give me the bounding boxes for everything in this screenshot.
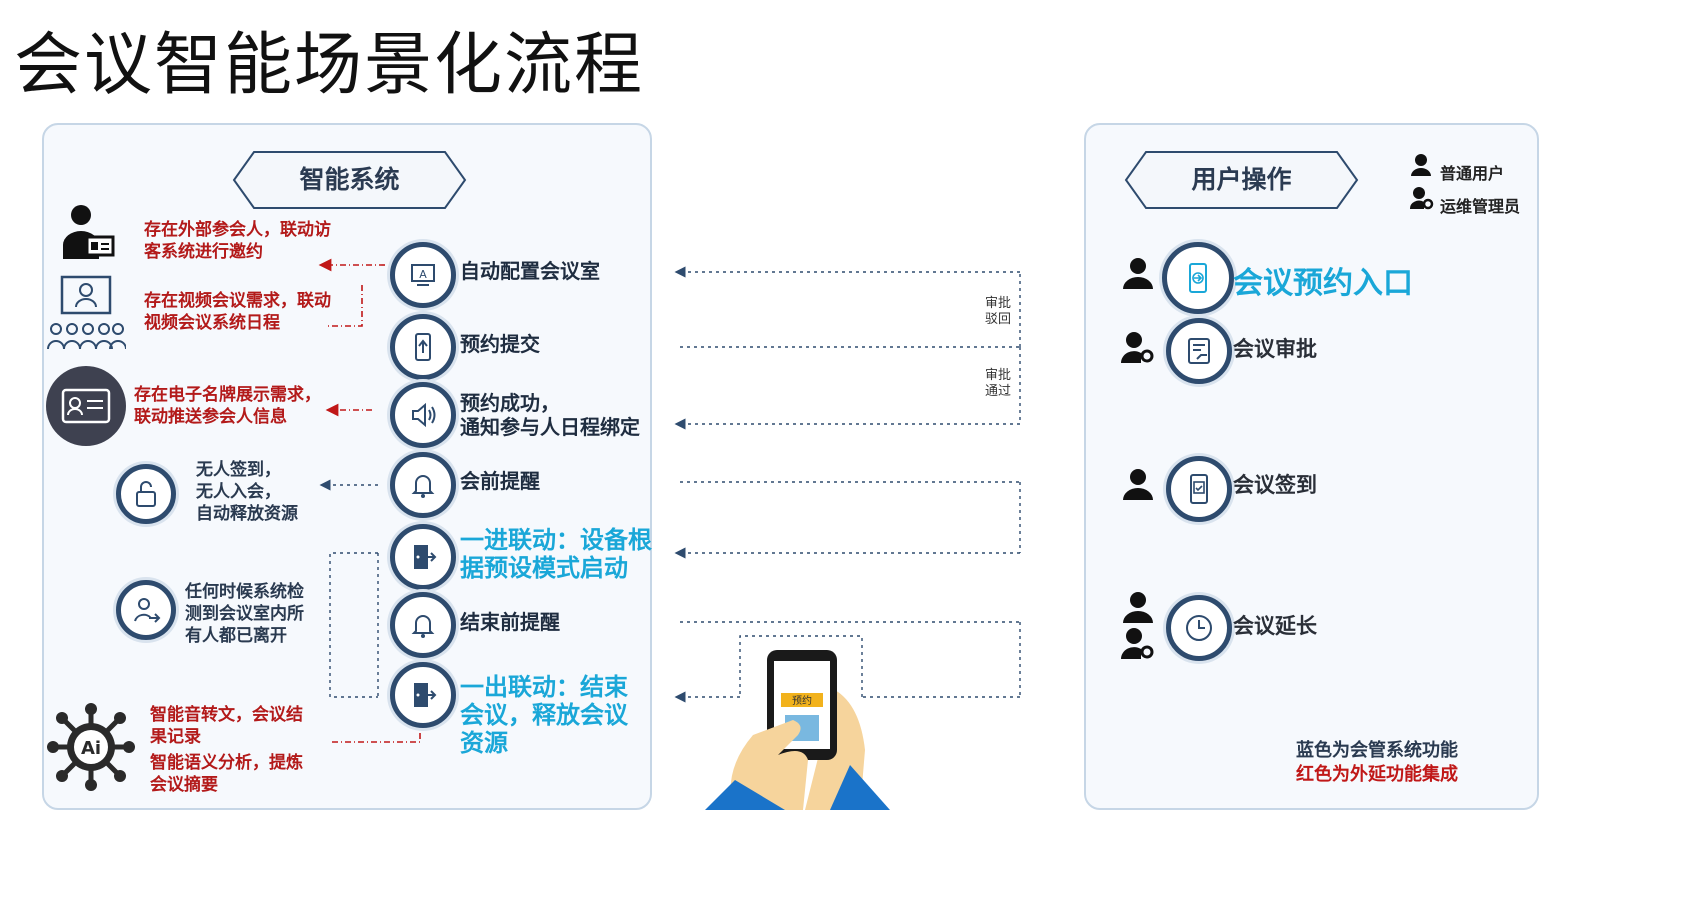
checkin-label[interactable]: 会议签到 — [1233, 473, 1317, 497]
approve-pass-line2: 通过 — [985, 384, 1012, 399]
note-detect-line2: 测到会议室内所 — [185, 604, 304, 624]
step-exit-line3: 资源 — [460, 729, 508, 757]
approve-reject-line1: 审批 — [985, 296, 1012, 311]
ai-icon: Ai — [46, 702, 136, 792]
phone-upload-icon — [390, 314, 456, 380]
note-detect-line1: 任何时候系统检 — [185, 582, 304, 602]
note-video-line2: 视频会议系统日程 — [144, 313, 280, 333]
step-submit-label: 预约提交 — [460, 332, 540, 356]
header-banner-shape — [1124, 151, 1359, 209]
note-visitor-line1: 存在外部参会人，联动访 — [144, 220, 331, 240]
normal-user-icon — [1411, 154, 1431, 176]
note-ai-line3: 智能语义分析，提炼 — [150, 753, 303, 773]
extend-clock-icon[interactable] — [1166, 595, 1232, 661]
note-detect-line3: 有人都已离开 — [185, 626, 287, 646]
user-operation-header: 用户操作 — [1124, 150, 1359, 210]
approve-reject-label: 审批 驳回 — [985, 296, 1011, 328]
bell-icon — [390, 452, 456, 518]
note-ai-line1: 智能音转文，会议结 — [150, 705, 303, 725]
smart-system-header-label: 智能系统 — [299, 165, 400, 194]
note-unattended-line3: 自动释放资源 — [196, 504, 298, 524]
step-end-reminder-label: 结束前提醒 — [460, 610, 560, 634]
approval-icon[interactable] — [1166, 318, 1232, 384]
normal-user-icon — [1123, 592, 1153, 623]
bell-icon — [390, 592, 456, 658]
note-badge-line2: 联动推送参会人信息 — [134, 407, 287, 427]
admin-user-icon — [1410, 187, 1434, 210]
approve-pass-line1: 审批 — [985, 368, 1012, 383]
approve-reject-line2: 驳回 — [985, 312, 1012, 327]
person-leave-icon — [116, 580, 176, 640]
step-exit-line1: 一出联动：结束 — [460, 673, 628, 701]
booking-entry-label[interactable]: 会议预约入口 — [1233, 266, 1413, 301]
legend-normal-user: 普通用户 — [1440, 164, 1505, 183]
step-success-line2: 通知参与人日程绑定 — [460, 415, 640, 439]
svg-text:A: A — [419, 268, 427, 281]
step-exit-line2: 会议，释放会议 — [460, 701, 628, 729]
footnote-red: 红色为外延功能集成 — [1296, 764, 1458, 785]
booking-entry-icon[interactable] — [1162, 242, 1234, 314]
step-enter-line1: 一进联动：设备根 — [460, 526, 652, 554]
legend-admin-user: 运维管理员 — [1440, 197, 1521, 216]
step-enter-line2: 据预设模式启动 — [460, 554, 628, 582]
video-conference-icon — [46, 272, 126, 354]
normal-user-icon — [1123, 469, 1153, 500]
phone-hand-illustration: 预约 — [705, 650, 890, 810]
phone-screen-text: 预约 — [792, 694, 812, 707]
approve-pass-label: 审批 通过 — [985, 368, 1011, 400]
user-operation-panel — [1084, 123, 1539, 810]
normal-user-icon — [1123, 258, 1153, 289]
door-exit-icon — [390, 662, 456, 728]
note-ai-line2: 果记录 — [150, 727, 201, 747]
footnote-blue: 蓝色为会管系统功能 — [1296, 740, 1458, 761]
checkin-icon[interactable] — [1166, 456, 1232, 522]
header-banner-shape — [232, 151, 467, 209]
visitor-icon — [52, 200, 118, 264]
step-reminder-label: 会前提醒 — [460, 469, 540, 493]
note-unattended-line1: 无人签到， — [196, 460, 281, 480]
note-badge-line1: 存在电子名牌展示需求， — [134, 385, 321, 405]
note-ai-line4: 会议摘要 — [150, 775, 218, 795]
svg-text:Ai: Ai — [81, 738, 101, 759]
approval-label[interactable]: 会议审批 — [1233, 337, 1317, 361]
name-badge-icon — [46, 366, 126, 446]
page-title: 会议智能场景化流程 — [14, 26, 645, 105]
step-auto-config-label: 自动配置会议室 — [460, 259, 600, 283]
note-visitor-line2: 客系统进行邀约 — [144, 242, 263, 262]
extend-label[interactable]: 会议延长 — [1233, 614, 1317, 638]
note-unattended-line2: 无人入会， — [196, 482, 281, 502]
note-video-line1: 存在视频会议需求，联动 — [144, 291, 331, 311]
speaker-icon — [390, 382, 456, 448]
unlock-icon — [116, 464, 176, 524]
smart-system-header: 智能系统 — [232, 150, 467, 210]
config-room-icon: A — [390, 242, 456, 308]
admin-user-icon — [1121, 332, 1154, 363]
step-success-line1: 预约成功， — [460, 391, 560, 415]
user-operation-header-label: 用户操作 — [1191, 165, 1292, 194]
door-enter-icon — [390, 524, 456, 590]
admin-user-icon — [1121, 628, 1154, 659]
